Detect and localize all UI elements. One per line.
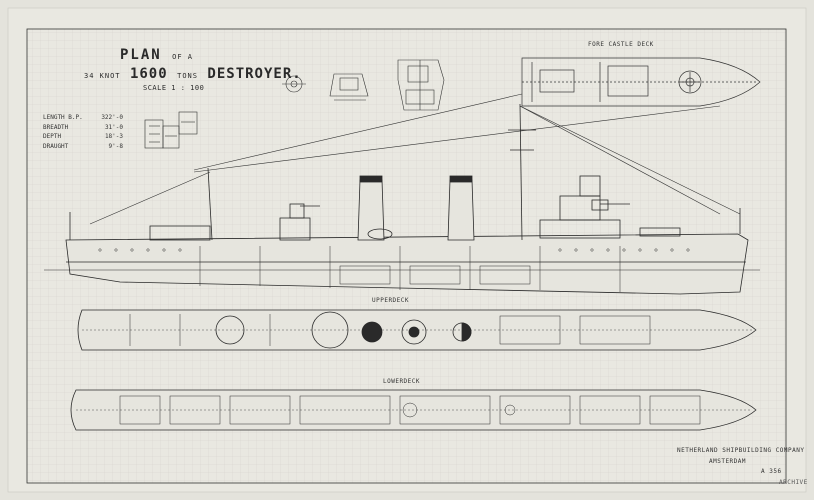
forecastle-deck-label: FORE CASTLE DECK: [588, 41, 654, 48]
upperdeck-label: UPPERDECK: [372, 297, 410, 304]
side-elevation: [44, 103, 760, 295]
dimension-label: DRAUGHT: [43, 142, 69, 150]
scale-label: SCALE 1 : 100: [143, 84, 205, 92]
dimension-value: 9'-8: [108, 142, 123, 150]
aerial-lines: [89, 93, 741, 225]
title-plan: PLAN: [120, 47, 162, 63]
lowerdeck-label: LOWERDECK: [383, 378, 421, 385]
lower-deck-plan: [70, 389, 757, 431]
dimension-label: LENGTH B.P.: [43, 114, 83, 121]
dimension-label: BREADTH: [43, 123, 69, 131]
title-speed: 34 KNOT: [84, 72, 121, 80]
dimension-row: LENGTH B.P. 322'-0: [43, 113, 123, 123]
sheet-number: A 356: [761, 468, 782, 475]
dimension-value: 31'-0: [104, 123, 123, 131]
plan-title-line2: 34 KNOT 1600 TONS DESTROYER.: [84, 66, 302, 82]
dimension-value: 322'-0: [101, 114, 123, 121]
dimension-row: DRAUGHT 9'-8: [43, 142, 123, 152]
dimension-value: 18'-3: [104, 133, 123, 140]
detail-sketch-3: [397, 59, 445, 111]
dimension-row: DEPTH 18'-3: [43, 132, 123, 142]
dimension-label: DEPTH: [43, 133, 62, 140]
title-type: DESTROYER.: [207, 66, 302, 82]
archive-stamp: ARCHIVE: [779, 479, 808, 486]
dimension-row: BREADTH 31'-0: [43, 123, 123, 133]
small-plan-sketch: [144, 111, 198, 149]
title-tons-word: TONS: [177, 72, 198, 80]
forecastle-deck-plan: [521, 57, 761, 107]
company-name: NETHERLAND SHIPBUILDING COMPANY: [677, 447, 805, 454]
title-tons-number: 1600: [129, 66, 168, 82]
plan-title-line1: PLAN OF A: [120, 47, 193, 63]
dimensions-table: LENGTH B.P. 322'-0 BREADTH 31'-0 DEPTH 18'-…: [43, 113, 123, 151]
company-city: AMSTERDAM: [709, 458, 747, 465]
upper-deck-plan: [77, 309, 757, 351]
detail-sketch-2: [329, 73, 369, 101]
detail-sketch-1: [282, 75, 306, 93]
title-of-a: OF A: [172, 53, 194, 61]
